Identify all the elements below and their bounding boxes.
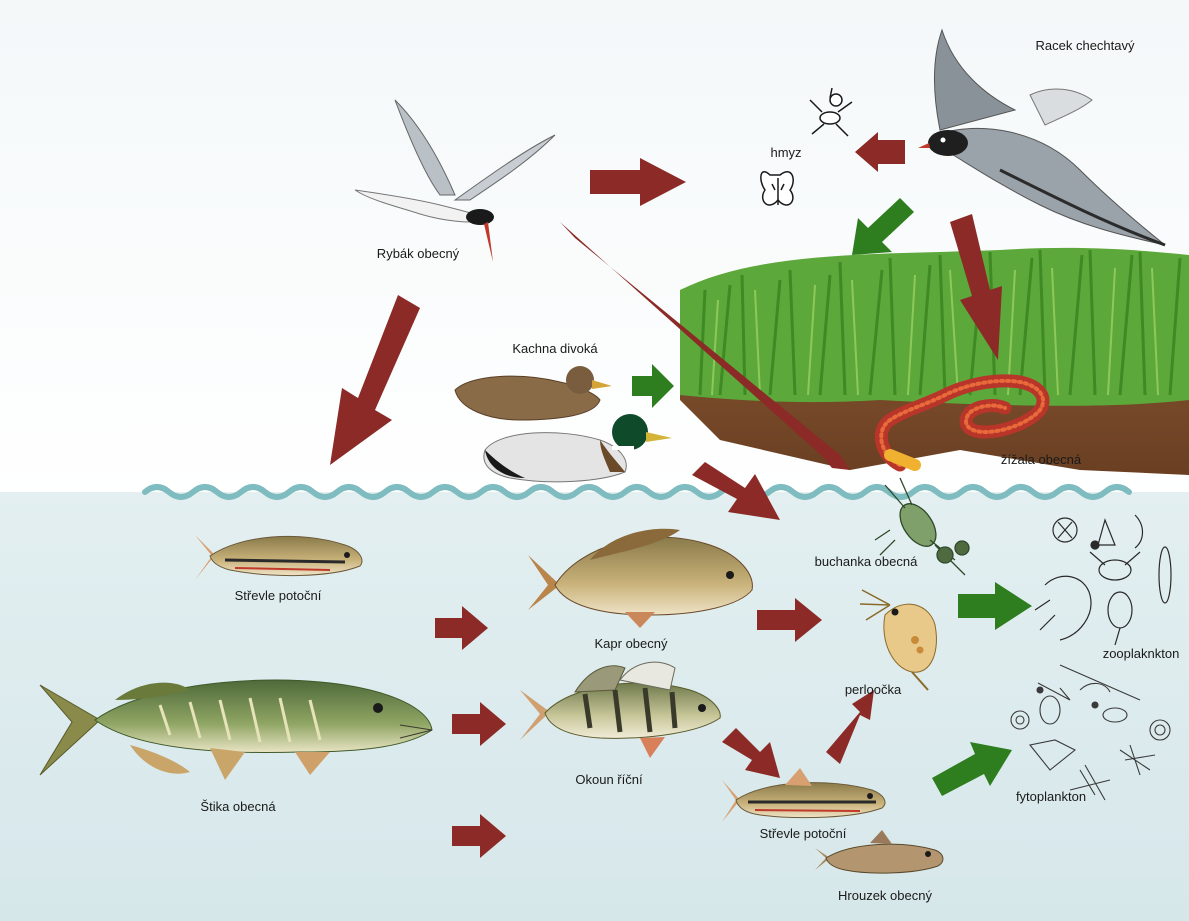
label-kapr: Kapr obecný — [595, 636, 668, 651]
label-strevle-bottom: Střevle potoční — [760, 826, 847, 841]
label-perloocka: perloočka — [845, 682, 901, 697]
label-buchanka: buchanka obecná — [815, 554, 918, 569]
label-rybak: Rybák obecný — [377, 246, 459, 261]
label-hmyz: hmyz — [770, 145, 801, 160]
label-stika: Štika obecná — [200, 799, 275, 814]
shore-grass — [680, 248, 1189, 475]
label-fytoplankton: fytoplankton — [1016, 789, 1086, 804]
label-kachna: Kachna divoká — [512, 341, 597, 356]
label-strevle-top: Střevle potoční — [235, 588, 322, 603]
label-zooplankton: zooplaknkton — [1103, 646, 1180, 661]
label-racek: Racek chechtavý — [1036, 38, 1135, 53]
label-okoun: Okoun říční — [575, 772, 642, 787]
label-zizala: žížala obecná — [1001, 452, 1081, 467]
label-hrouzek: Hrouzek obecný — [838, 888, 932, 903]
